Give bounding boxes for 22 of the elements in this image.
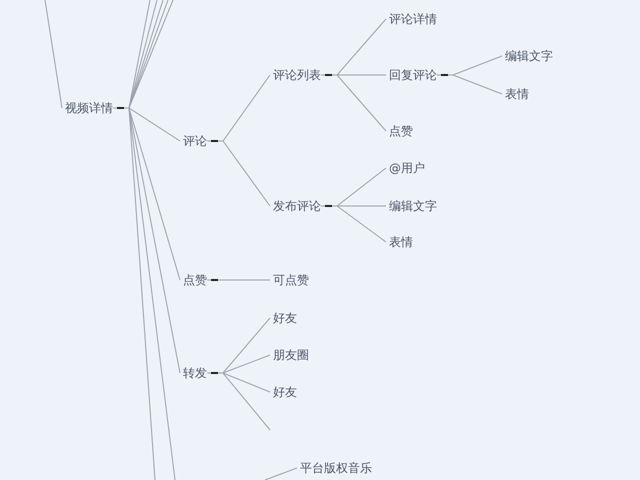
topic-label: 评论 [183,133,207,149]
branch-line [44,0,62,108]
topic-label: 视频详情 [65,100,113,116]
topic-label: 好友 [273,384,297,400]
topic-label: 点赞 [389,123,413,139]
topic-label: 评论列表 [273,67,321,83]
topic-label: 发布评论 [273,198,321,214]
topic-label: 编辑文字 [389,198,437,214]
topic-label: 编辑文字 [505,48,553,64]
topic-label: 表情 [389,234,413,250]
topic-label: 转发 [183,365,207,381]
topic-label: 回复评论 [389,67,437,83]
branch-line [112,108,176,480]
topic-label: 平台版权音乐 [300,460,372,476]
topic-label: 朋友圈 [273,347,309,363]
branch-line [264,468,298,480]
topic-label: 评论详情 [389,11,437,27]
topic-label: 可点赞 [273,272,309,288]
topic-label: 点赞 [183,272,207,288]
topic-label: @用户 [389,160,425,176]
topic-label: 表情 [505,86,529,102]
topic-label: 好友 [273,310,297,326]
